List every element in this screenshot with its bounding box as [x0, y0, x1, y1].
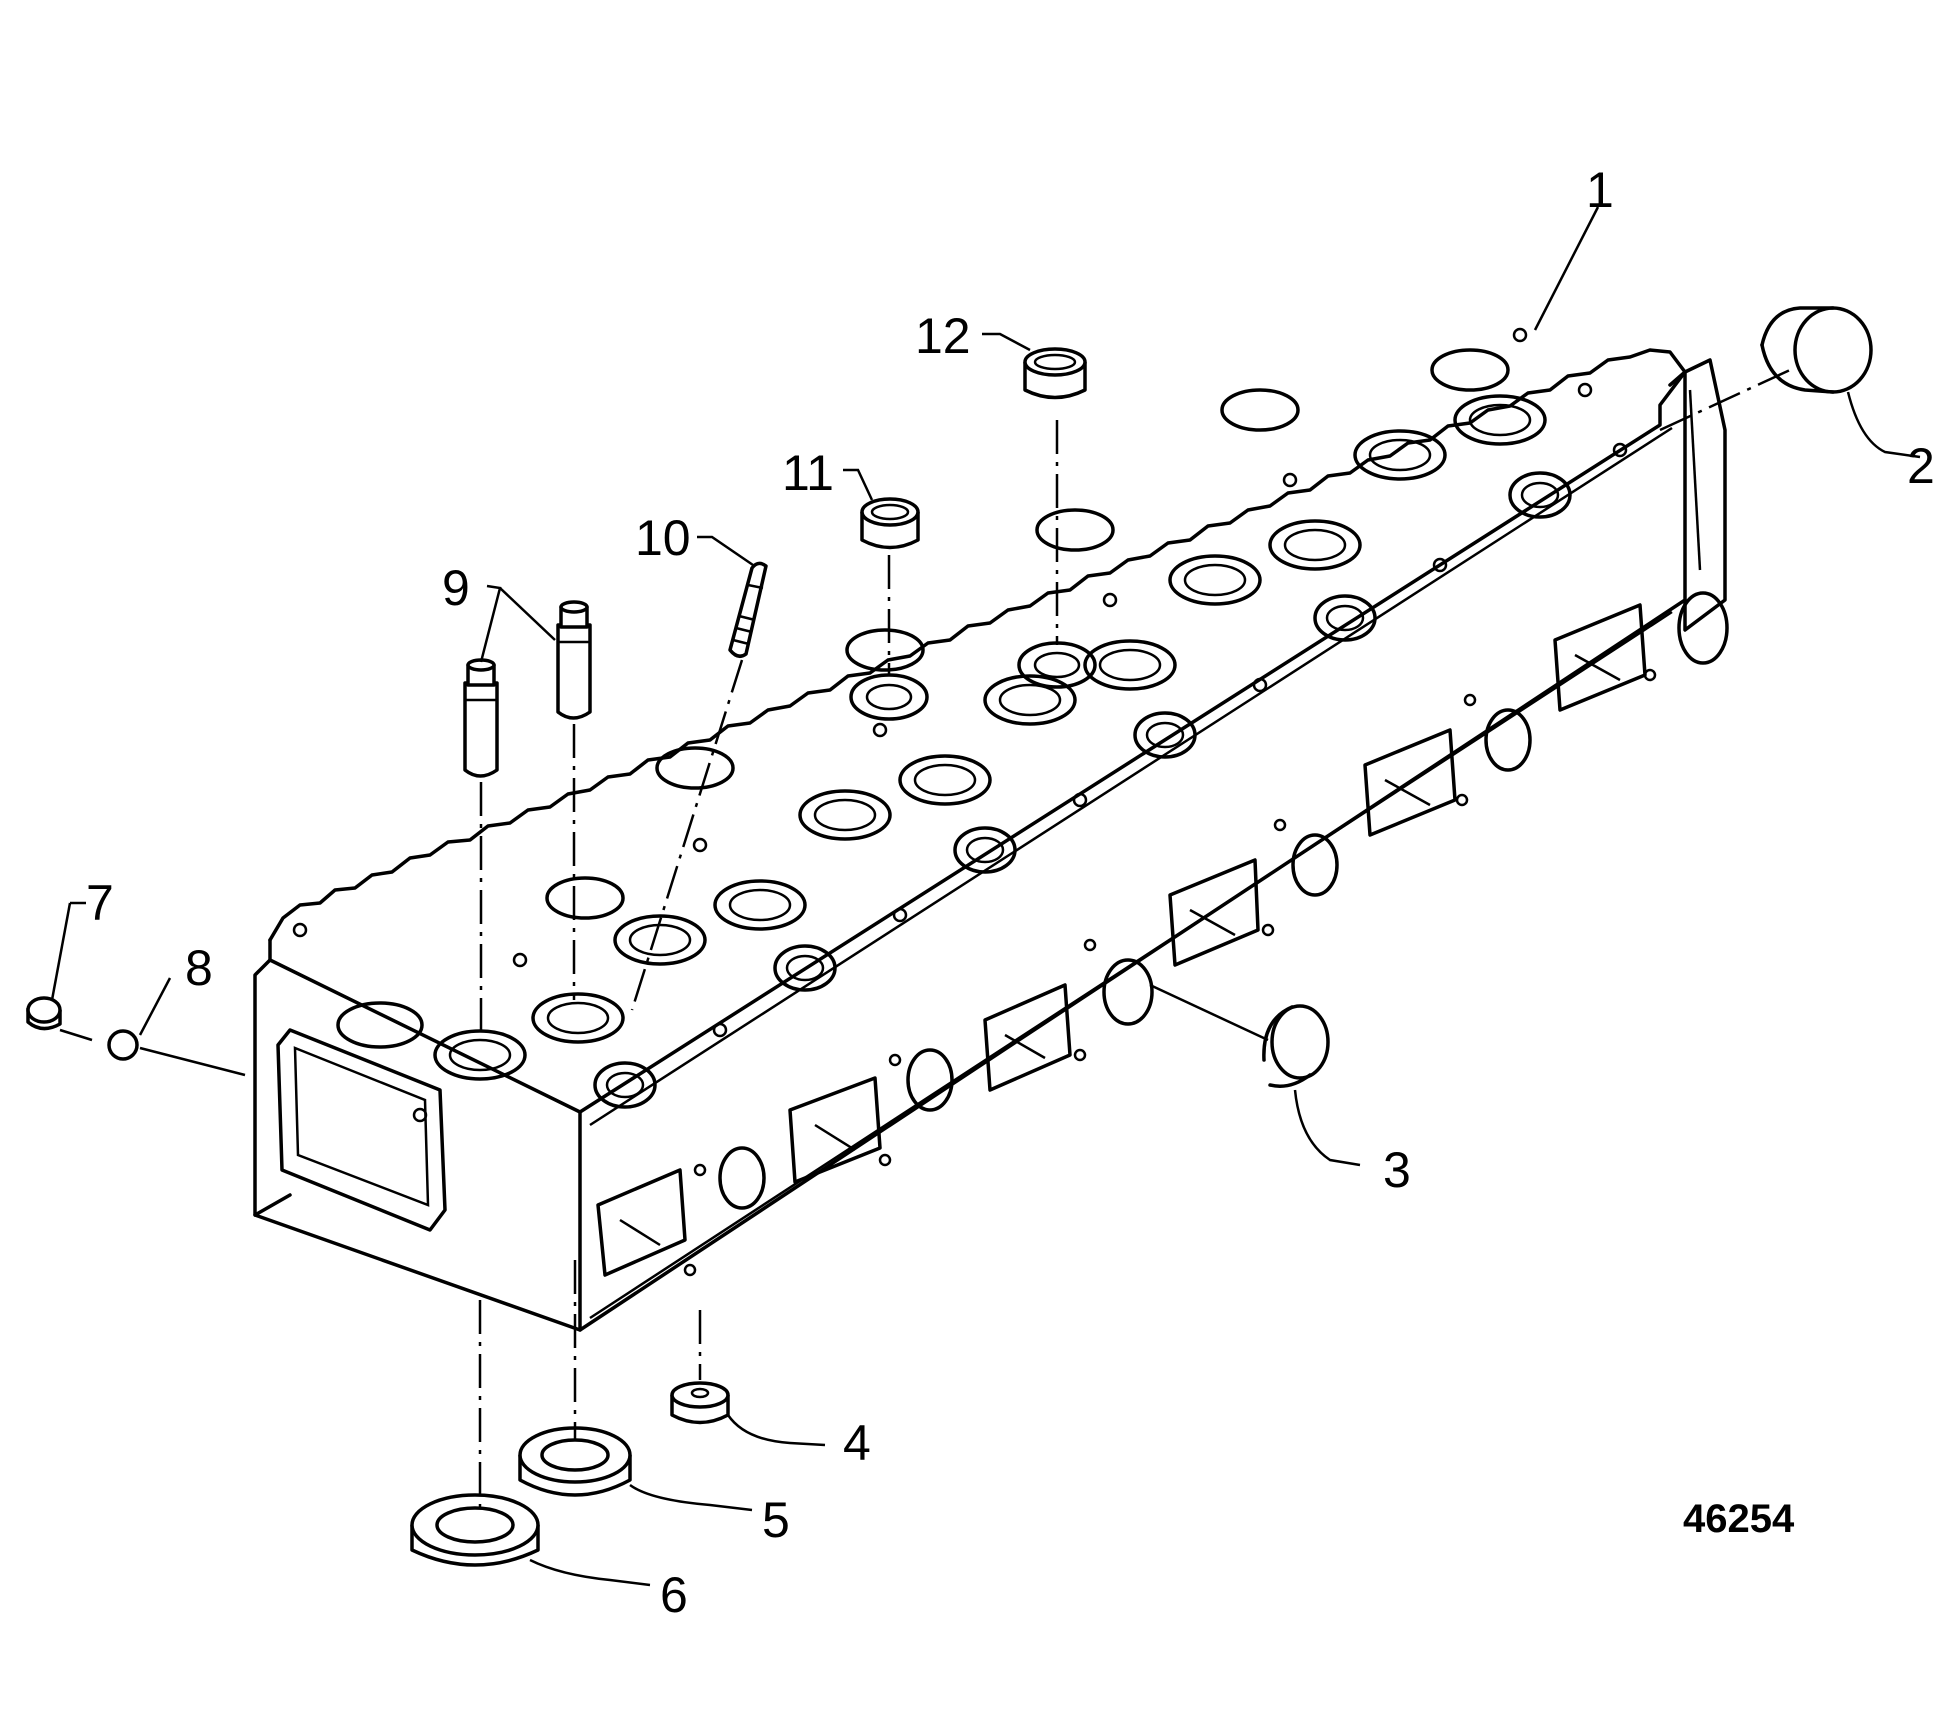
deck-bolt-holes	[292, 327, 1628, 1123]
cylinder-head	[253, 327, 1729, 1332]
diagram-part-number: 46254	[1683, 1497, 1795, 1541]
callout-11: 11	[782, 445, 834, 501]
callout-3: 3	[1383, 1142, 1411, 1198]
valve-seat-insert-6	[410, 1300, 540, 1567]
callout-12: 12	[915, 308, 971, 364]
side-round-ports	[718, 708, 1532, 1210]
callout-8: 8	[185, 940, 213, 996]
callout-7: 7	[86, 875, 114, 931]
callout-9: 9	[442, 560, 470, 616]
callout-10: 10	[635, 510, 691, 566]
valve-guides	[463, 600, 592, 1030]
plug-7	[26, 996, 93, 1042]
injector-sleeve-11	[860, 497, 920, 675]
exhaust-ports	[596, 603, 1647, 1277]
callout-4: 4	[843, 1415, 871, 1471]
valve-seat-insert-5	[518, 1260, 632, 1497]
callout-5: 5	[762, 1492, 790, 1548]
callout-labels: 1 2 3 4 5 6 7 8 9 10 11 12 46254	[86, 162, 1935, 1623]
callout-6: 6	[660, 1567, 688, 1623]
end-cap-plug	[1659, 306, 1873, 432]
callout-2: 2	[1907, 438, 1935, 494]
side-bolt-holes	[683, 668, 1657, 1277]
deck-valve-seats	[336, 348, 1572, 1109]
stud	[630, 561, 768, 1011]
ball-plug-8	[107, 1029, 246, 1077]
side-plug	[1149, 983, 1330, 1088]
leader-lines	[50, 206, 1921, 1587]
injector-sleeve-12	[1023, 347, 1087, 645]
small-plug	[670, 1310, 730, 1425]
callout-1: 1	[1586, 162, 1614, 218]
